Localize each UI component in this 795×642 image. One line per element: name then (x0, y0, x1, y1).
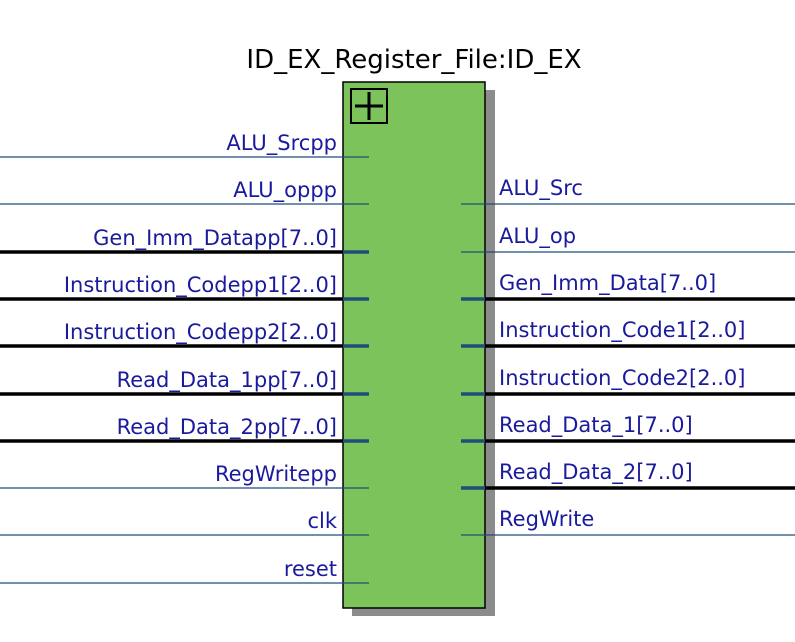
output-port[interactable]: ALU_Src (461, 176, 795, 205)
plus-icon (355, 92, 383, 120)
output-port[interactable]: RegWrite (461, 507, 795, 536)
output-port-label: Instruction_Code1[2..0] (499, 318, 745, 343)
input-port-label: Instruction_Codepp1[2..0] (64, 273, 337, 298)
input-port-label: ALU_Srcpp (226, 131, 337, 156)
output-port[interactable]: Read_Data_2[7..0] (461, 460, 795, 490)
input-port[interactable]: ALU_Srcpp (0, 131, 369, 158)
input-port-label: ALU_oppp (233, 178, 337, 203)
output-port-label: Read_Data_2[7..0] (499, 460, 693, 485)
expand-button[interactable] (350, 88, 388, 124)
input-port[interactable]: Read_Data_2pp[7..0] (0, 415, 369, 443)
output-port-label: Read_Data_1[7..0] (499, 413, 693, 438)
output-port[interactable]: ALU_op (461, 224, 795, 253)
output-port-label: Gen_Imm_Data[7..0] (499, 271, 716, 296)
input-port[interactable]: reset (0, 557, 369, 584)
output-port-label: ALU_Src (499, 176, 583, 201)
output-port-label: ALU_op (499, 224, 576, 249)
block-title: ID_EX_Register_File:ID_EX (246, 45, 581, 75)
output-port[interactable]: Gen_Imm_Data[7..0] (461, 271, 795, 301)
input-port[interactable]: clk (0, 509, 369, 536)
output-port[interactable]: Read_Data_1[7..0] (461, 413, 795, 443)
input-port-label: RegWritepp (215, 462, 337, 486)
input-port[interactable]: Gen_Imm_Datapp[7..0] (0, 226, 369, 254)
output-port-label: RegWrite (499, 507, 594, 531)
input-port[interactable]: Read_Data_1pp[7..0] (0, 368, 369, 396)
output-port-label: Instruction_Code2[2..0] (499, 366, 745, 391)
input-port[interactable]: Instruction_Codepp1[2..0] (0, 273, 369, 301)
output-port[interactable]: Instruction_Code2[2..0] (461, 366, 795, 396)
input-port-label: Instruction_Codepp2[2..0] (64, 320, 337, 345)
input-port-label: clk (307, 509, 337, 533)
input-port[interactable]: RegWritepp (0, 462, 369, 489)
input-port[interactable]: Instruction_Codepp2[2..0] (0, 320, 369, 348)
input-port-label: Read_Data_1pp[7..0] (117, 368, 337, 393)
input-port[interactable]: ALU_oppp (0, 178, 369, 205)
input-port-label: Read_Data_2pp[7..0] (117, 415, 337, 440)
output-port[interactable]: Instruction_Code1[2..0] (461, 318, 795, 348)
input-port-label: Gen_Imm_Datapp[7..0] (93, 226, 337, 251)
input-port-label: reset (284, 557, 337, 581)
